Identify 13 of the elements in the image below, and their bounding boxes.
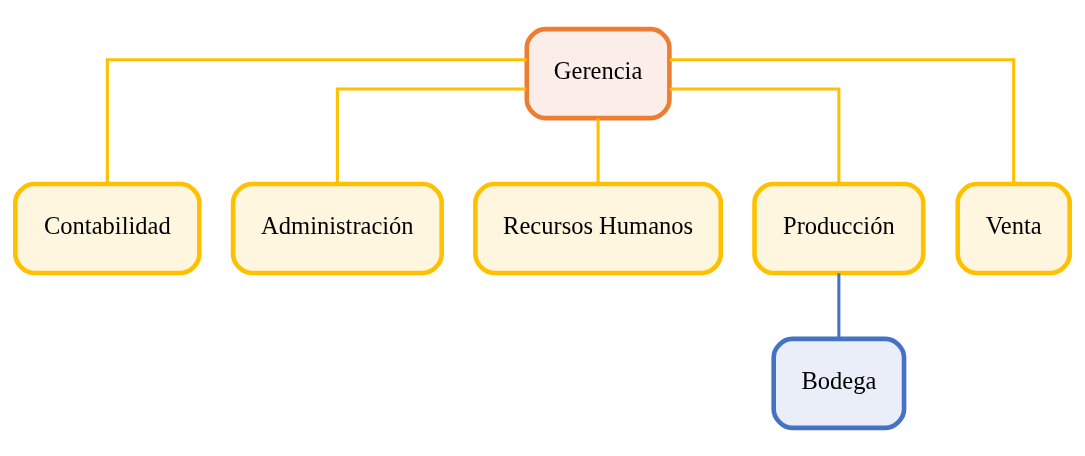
connector bbox=[596, 117, 600, 184]
connector bbox=[669, 57, 1016, 184]
connector bbox=[335, 86, 527, 184]
node-box: Administración bbox=[230, 181, 444, 275]
connector bbox=[837, 272, 841, 339]
node-box: Recursos Humanos bbox=[473, 181, 724, 275]
connector bbox=[669, 86, 841, 184]
node-box: Bodega bbox=[771, 336, 907, 430]
node-box: Producción bbox=[752, 181, 926, 275]
node-box: Contabilidad bbox=[13, 181, 202, 275]
node-box: Venta bbox=[955, 181, 1072, 275]
node-box: Gerencia bbox=[524, 26, 672, 120]
connector bbox=[105, 57, 527, 184]
